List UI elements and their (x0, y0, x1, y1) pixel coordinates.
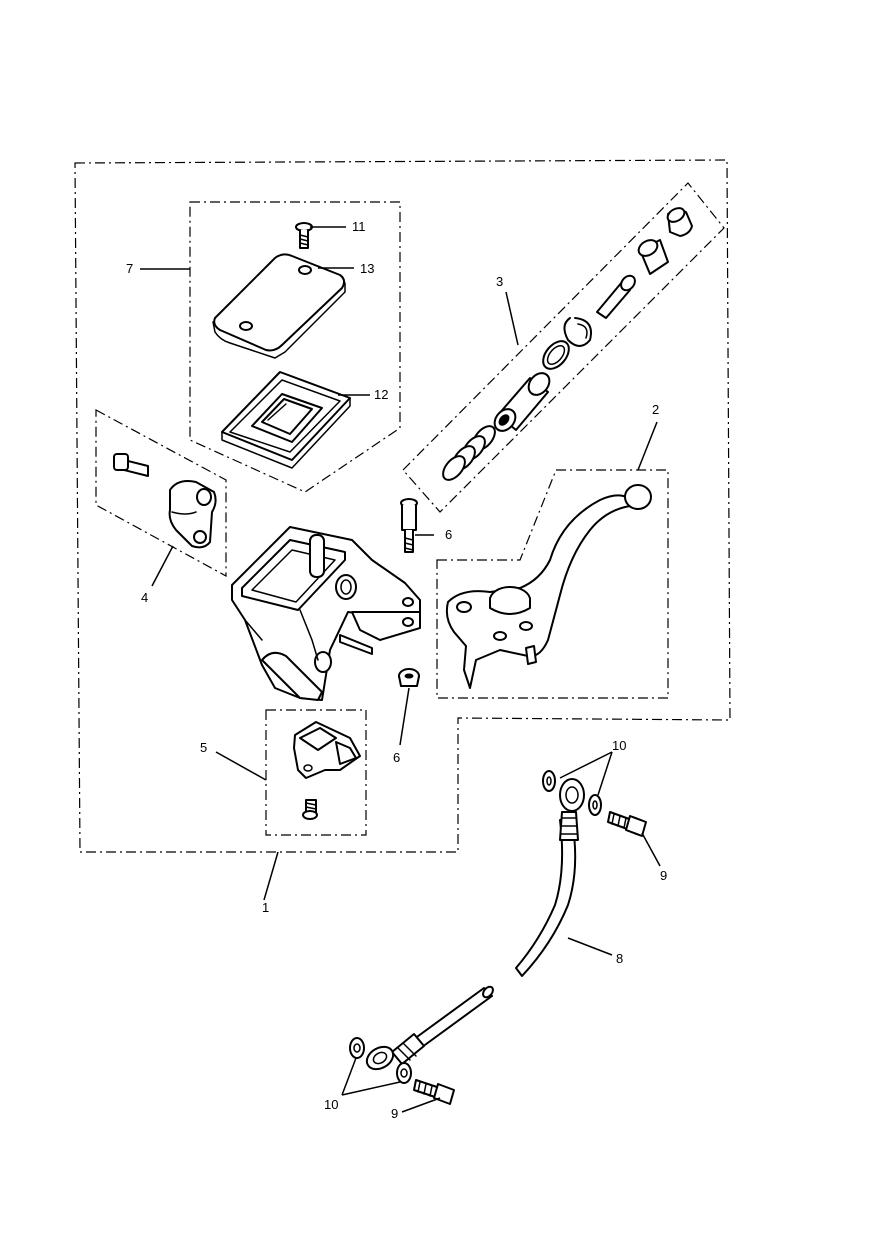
callout-3: 3 (496, 274, 503, 289)
callout-10-lower: 10 (324, 1097, 338, 1112)
washers-part-10 (349, 770, 602, 1084)
master-cylinder-body (231, 526, 421, 701)
piston-kit-part-3 (442, 207, 693, 481)
brake-lever-part-2 (445, 484, 652, 689)
callout-11: 11 (352, 219, 366, 234)
callout-7: 7 (126, 261, 133, 276)
callout-6-nut: 6 (393, 750, 400, 765)
brake-light-switch-part-5 (293, 721, 361, 820)
brake-hose-part-8 (365, 778, 585, 1071)
leader-lines (140, 226, 661, 1113)
callout-5: 5 (200, 740, 207, 755)
group-4-boundary (95, 408, 227, 578)
handlebar-clamp-part-4 (113, 453, 217, 549)
group-7-boundary (189, 201, 401, 493)
group-2-boundary (436, 469, 669, 699)
callout-12: 12 (374, 387, 388, 402)
banjo-bolts-part-9 (413, 811, 647, 1105)
group-5-boundary (265, 709, 367, 836)
cap-screw-part-11 (295, 222, 313, 249)
pivot-bolt-part-6 (400, 498, 418, 553)
group-3-boundary (402, 182, 725, 513)
callout-2: 2 (652, 402, 659, 417)
callout-13: 13 (360, 261, 374, 276)
callout-9-lower: 9 (391, 1106, 398, 1121)
callout-4: 4 (141, 590, 148, 605)
callout-9-upper: 9 (660, 868, 667, 883)
assembly-1-boundary (74, 159, 731, 853)
reservoir-cap-part-13 (212, 253, 346, 359)
callout-1: 1 (262, 900, 269, 915)
callout-10-upper: 10 (612, 738, 626, 753)
callout-8: 8 (616, 951, 623, 966)
diaphragm-part-12 (221, 371, 351, 469)
nut-part-6 (398, 668, 420, 687)
callout-6-bolt: 6 (445, 527, 452, 542)
